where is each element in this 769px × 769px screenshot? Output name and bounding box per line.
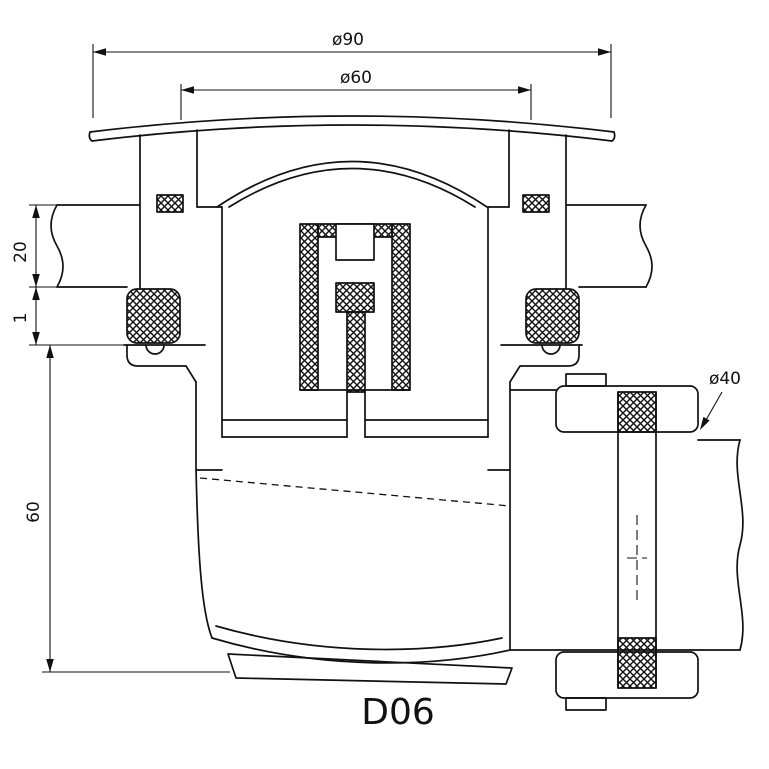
trap-body	[195, 381, 513, 685]
dimension-phi90: ø90	[92, 30, 612, 118]
model-label: D06	[361, 692, 435, 733]
dim-label-1: 1	[11, 313, 31, 324]
seal-left	[126, 288, 181, 344]
dim-label-20: 20	[11, 241, 31, 263]
dimension-1: 1	[11, 287, 124, 346]
cap-profile	[88, 115, 616, 142]
seal-right	[525, 288, 580, 344]
pipe-centerline	[627, 515, 647, 600]
dim-label-phi60: ø60	[340, 68, 372, 88]
dimension-phi60: ø60	[180, 68, 532, 120]
inner-chamber	[221, 206, 489, 438]
dimension-20: 20	[11, 204, 57, 288]
strainer-dome	[216, 160, 488, 208]
dimension-60: 60	[24, 345, 230, 673]
locknut-left	[123, 344, 206, 383]
dim-label-phi40: ø40	[709, 369, 741, 389]
water-level-line	[199, 477, 511, 507]
dimension-phi40: ø40	[700, 369, 741, 430]
dim-label-phi90: ø90	[332, 30, 364, 50]
locknut-right	[500, 344, 583, 383]
valve-core	[299, 223, 411, 438]
tray-right	[522, 194, 653, 288]
dim-label-60: 60	[24, 501, 44, 523]
outlet-pipe	[509, 373, 744, 711]
tray-left	[50, 194, 184, 288]
neck-walls	[139, 129, 567, 290]
